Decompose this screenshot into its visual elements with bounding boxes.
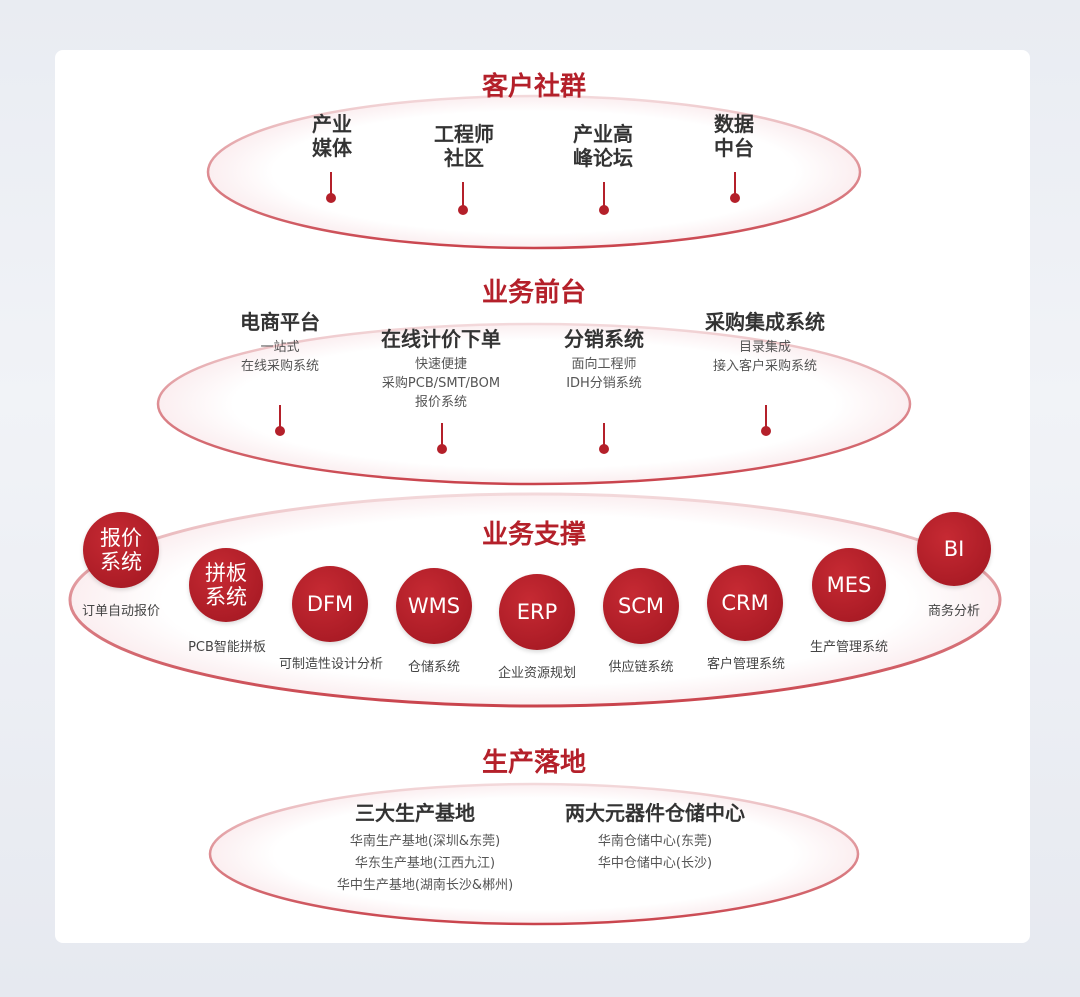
- connector-line: [734, 172, 736, 194]
- system-bi-caption: 商务分析: [927, 604, 980, 619]
- desc-line: 面向工程师: [571, 357, 637, 372]
- system-scm-circle[interactable]: SCM: [603, 568, 679, 644]
- community-item-line1: 工程师: [434, 122, 494, 146]
- system-label: CRM: [721, 591, 769, 615]
- system-label-line1: 拼板: [205, 561, 247, 585]
- system-label: MES: [826, 573, 872, 597]
- front-ring: [156, 322, 912, 486]
- production-title: 生产落地: [481, 748, 586, 778]
- system-mes-caption: 生产管理系统: [809, 640, 888, 655]
- system-erp-circle[interactable]: ERP: [499, 574, 575, 650]
- system-panel-circle[interactable]: 拼板系统: [189, 548, 263, 622]
- community-item-data: 数据 中台: [694, 112, 774, 160]
- desc-line: 采购PCB/SMT/BOM: [381, 376, 501, 391]
- desc-line: 快速便捷: [414, 357, 467, 372]
- connector-dot: [599, 444, 609, 454]
- system-crm-caption: 客户管理系统: [706, 657, 785, 672]
- system-panel-caption: PCB智能拼板: [188, 640, 266, 655]
- community-item-media: 产业 媒体: [292, 112, 372, 160]
- connector-dot: [458, 205, 468, 215]
- community-item-line2: 峰论坛: [573, 146, 633, 170]
- warehouse-centers-list: 华南仓储中心(东莞) 华中仓储中心(长沙): [570, 831, 740, 875]
- system-dfm-circle[interactable]: DFM: [292, 566, 368, 642]
- desc-line: 一站式: [260, 340, 300, 355]
- system-wms-caption: 仓储系统: [407, 660, 460, 675]
- system-mes-circle[interactable]: MES: [812, 548, 886, 622]
- system-label: BI: [943, 537, 965, 561]
- system-label: ERP: [516, 600, 558, 624]
- connector-dot: [761, 426, 771, 436]
- front-item-ecommerce-title: 电商平台: [240, 310, 320, 334]
- system-label-line1: 报价: [100, 526, 142, 550]
- system-wms-circle[interactable]: WMS: [396, 568, 472, 644]
- connector-dot: [326, 193, 336, 203]
- community-item-engineer: 工程师 社区: [414, 122, 514, 170]
- front-item-quote-desc: 快速便捷 采购PCB/SMT/BOM 报价系统: [366, 355, 516, 412]
- connector-line: [765, 405, 767, 427]
- front-item-procurement-desc: 目录集成 接入客户采购系统: [690, 338, 840, 376]
- system-label: WMS: [407, 594, 461, 618]
- desc-line: IDH分销系统: [566, 376, 642, 391]
- warehouse-centers-title: 两大元器件仓储中心: [565, 801, 745, 825]
- desc-line: 在线采购系统: [240, 359, 319, 374]
- base-line: 华东生产基地(江西九江): [354, 856, 496, 871]
- system-dfm-caption: 可制造性设计分析: [278, 657, 383, 672]
- front-title: 业务前台: [481, 278, 586, 308]
- connector-dot: [599, 205, 609, 215]
- community-item-line2: 媒体: [312, 136, 352, 160]
- connector-line: [603, 182, 605, 206]
- connector-line: [603, 423, 605, 445]
- system-quote-caption: 订单自动报价: [81, 604, 160, 619]
- system-label-line2: 系统: [205, 585, 247, 609]
- production-bases-title: 三大生产基地: [355, 801, 475, 825]
- base-line: 华南生产基地(深圳&东莞): [349, 834, 501, 849]
- production-ring: [208, 782, 860, 926]
- community-item-forum: 产业高 峰论坛: [553, 122, 653, 170]
- system-crm-circle[interactable]: CRM: [707, 565, 783, 641]
- warehouse-line: 华南仓储中心(东莞): [597, 834, 713, 849]
- community-title: 客户社群: [481, 72, 586, 102]
- front-item-procurement-title: 采购集成系统: [705, 310, 825, 334]
- connector-dot: [730, 193, 740, 203]
- community-ring: [206, 94, 862, 250]
- front-item-distribution-title: 分销系统: [564, 327, 644, 351]
- community-item-line1: 产业: [312, 112, 352, 136]
- system-erp-caption: 企业资源规划: [497, 666, 576, 681]
- system-scm-caption: 供应链系统: [608, 660, 674, 675]
- front-item-quote-title: 在线计价下单: [381, 327, 501, 351]
- desc-line: 目录集成: [738, 340, 791, 355]
- front-item-distribution-desc: 面向工程师 IDH分销系统: [534, 355, 674, 393]
- production-bases-list: 华南生产基地(深圳&东莞) 华东生产基地(江西九江) 华中生产基地(湖南长沙&郴…: [300, 831, 550, 897]
- community-item-line1: 产业高: [573, 122, 633, 146]
- community-item-line2: 社区: [444, 146, 484, 170]
- connector-line: [462, 182, 464, 206]
- front-item-ecommerce-desc: 一站式 在线采购系统: [210, 338, 350, 376]
- system-bi-circle[interactable]: BI: [917, 512, 991, 586]
- community-item-line2: 中台: [714, 136, 754, 160]
- connector-dot: [437, 444, 447, 454]
- desc-line: 报价系统: [414, 395, 467, 410]
- system-label: DFM: [306, 592, 354, 616]
- support-title: 业务支撑: [481, 520, 586, 550]
- connector-line: [441, 423, 443, 445]
- system-label: SCM: [617, 594, 665, 618]
- connector-dot: [275, 426, 285, 436]
- connector-line: [279, 405, 281, 427]
- system-quote-circle[interactable]: 报价系统: [83, 512, 159, 588]
- community-item-line1: 数据: [714, 112, 754, 136]
- base-line: 华中生产基地(湖南长沙&郴州): [336, 878, 514, 893]
- system-label-line2: 系统: [100, 550, 142, 574]
- warehouse-line: 华中仓储中心(长沙): [597, 856, 713, 871]
- desc-line: 接入客户采购系统: [712, 359, 817, 374]
- connector-line: [330, 172, 332, 194]
